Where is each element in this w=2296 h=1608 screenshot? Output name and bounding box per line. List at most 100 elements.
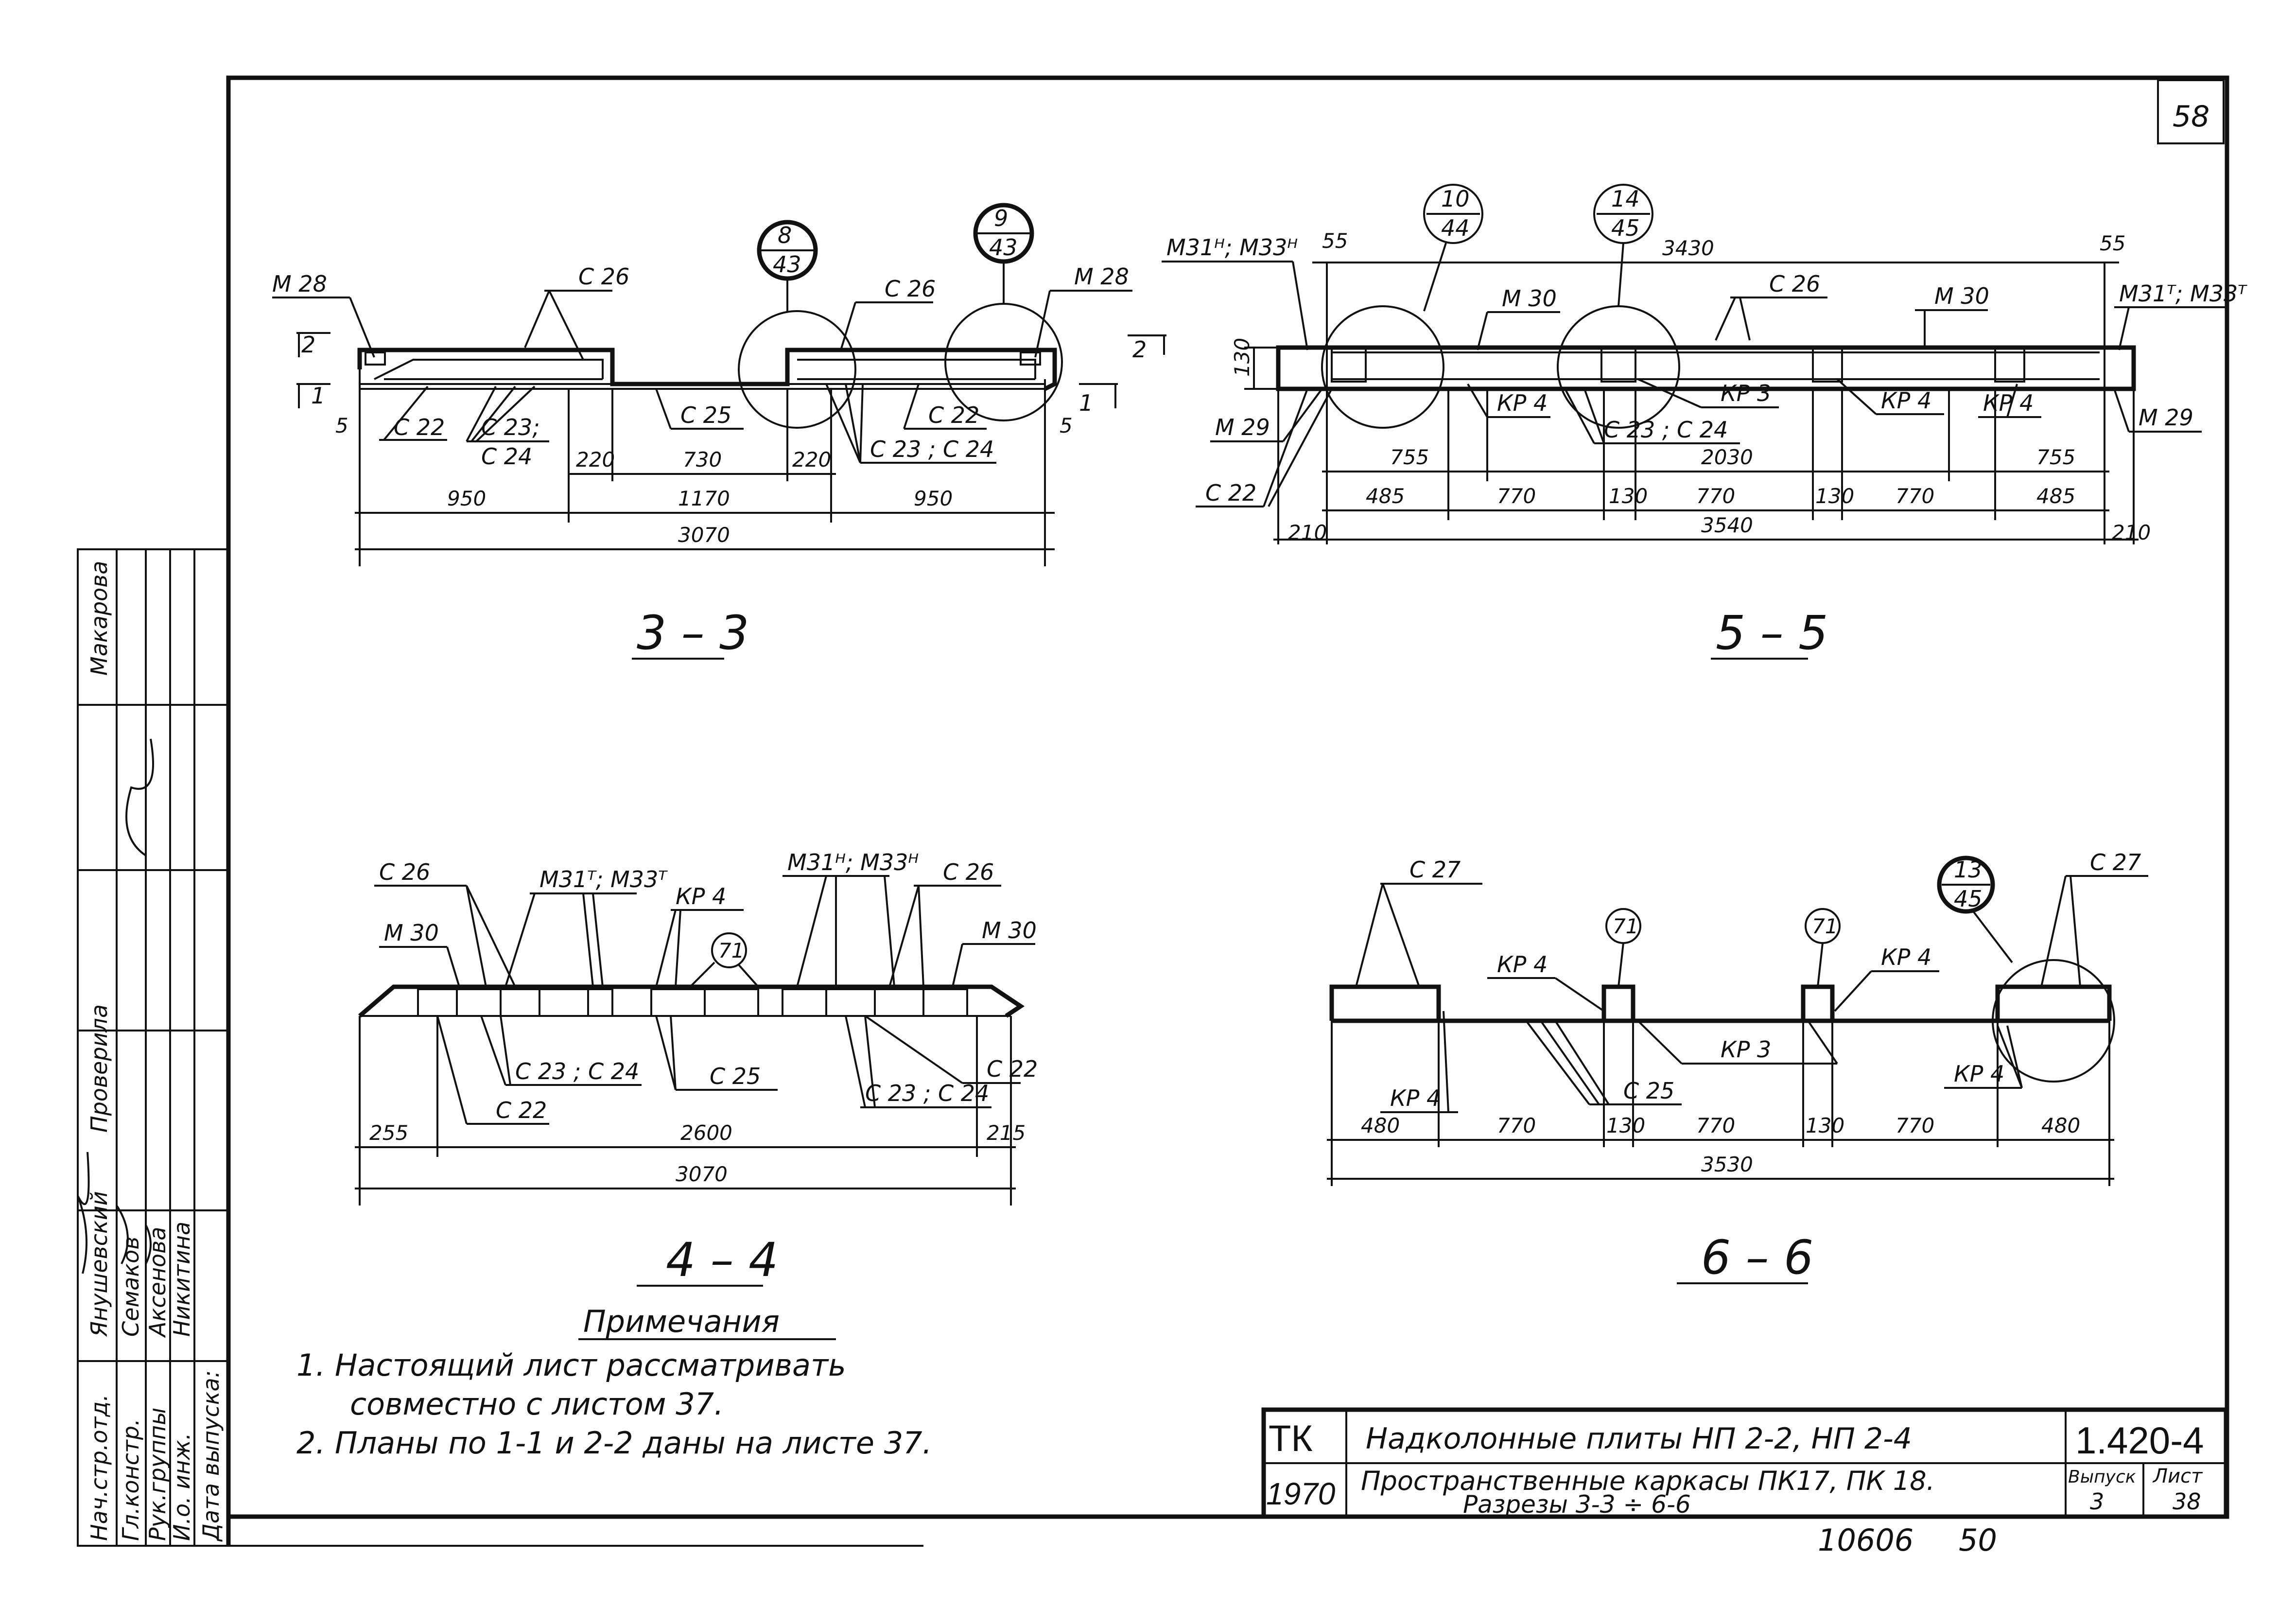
dim-730: 730	[683, 448, 722, 472]
rebar-cage-left-3-3	[374, 359, 604, 380]
detail-circle-8-43	[738, 310, 856, 429]
note-1: 1. Настоящий лист рассматривать	[296, 1347, 846, 1383]
slab-profile-5-5	[1276, 345, 2136, 391]
dim-1170: 1170	[678, 487, 730, 510]
cut-mark-1-left: 1	[296, 383, 330, 409]
label-c22-right: С 22	[928, 402, 979, 428]
dim-950-a: 950	[447, 487, 486, 510]
svg-text:9: 9	[994, 205, 1008, 231]
label-kp3-6-6: КР 3	[1721, 1036, 1771, 1063]
anchor-plate-m28-right	[1020, 351, 1041, 366]
detail-circle-10-44	[1321, 305, 1444, 429]
dim-3070-4-4: 3070	[676, 1162, 728, 1186]
dim-2600: 2600	[680, 1121, 732, 1145]
signature-scribbles	[77, 738, 154, 1274]
dim-130-6-6-a: 130	[1606, 1114, 1645, 1137]
dim-770-b: 770	[1696, 484, 1735, 508]
label-3430: 3430	[1662, 236, 1714, 260]
note-1-cont: совместно с листом 37.	[350, 1386, 724, 1422]
stamp-checked-label: Проверила	[86, 1004, 112, 1133]
label-c26-4-4-right: С 26	[943, 859, 994, 885]
label-c25-6-6: С 25	[1623, 1078, 1674, 1104]
dim-215: 215	[987, 1121, 1026, 1145]
label-kp4-6-6-a: КР 4	[1497, 951, 1548, 978]
label-c22-4-4-left: С 22	[496, 1097, 547, 1123]
label-kp4-6-6-c: КР 4	[1390, 1085, 1441, 1111]
svg-text:14: 14	[1611, 186, 1640, 212]
label-m31-m33-h: М31ᴴ; М33ᴴ	[1166, 234, 1298, 261]
label-m30-left: М 30	[1502, 285, 1557, 312]
title-block-org: ТК	[1269, 1418, 1313, 1459]
svg-text:43: 43	[989, 234, 1018, 261]
callout-9-43: 9 43	[973, 203, 1034, 264]
callout-71-6-6-b: 71	[1805, 908, 1841, 944]
label-m28-left: М 28	[272, 271, 327, 297]
dim-3530: 3530	[1701, 1153, 1753, 1176]
note-2: 2. Планы по 1-1 и 2-2 даны на листе 37.	[296, 1425, 932, 1461]
label-c26-5-5: С 26	[1769, 271, 1820, 297]
callout-8-43: 8 43	[757, 220, 818, 281]
callout-14-45: 14 45	[1593, 184, 1653, 244]
rebar-cage-right-3-3	[797, 359, 1036, 380]
label-c22-4-4-right: С 22	[987, 1056, 1038, 1082]
label-c23-c24-4-4-left: С 23 ; С 24	[515, 1058, 639, 1084]
leader-10-44	[1423, 243, 1447, 312]
label-c27-right: С 27	[2090, 849, 2141, 875]
title-block-sheet: 38	[2173, 1488, 2201, 1515]
stamp-role-2: Гл.констр.	[118, 1418, 144, 1541]
section-3-3: 8 43 9 43 М 28 С 26 С 26 М 28 С 22 С 23;…	[272, 203, 1166, 660]
kp3-frame-1	[1600, 347, 1636, 383]
dim-770-6-6-c: 770	[1896, 1114, 1934, 1137]
anchor-plate-m28-left	[365, 351, 386, 366]
stamp-issue-date: Дата выпуска:	[198, 1370, 224, 1542]
callout-13-45: 13 45	[1937, 856, 1995, 914]
section-6-6: 71 71 13 45 С 27 С 27 КР 4 КР 4 КР 4	[1327, 849, 2148, 1285]
cut-mark-1-right: 1	[1079, 383, 1118, 416]
title-block-title-1: Надколонные плиты НП 2-2, НП 2-4	[1366, 1422, 1912, 1456]
dim-770-6-6-b: 770	[1696, 1114, 1735, 1137]
dim-210-b: 210	[2112, 521, 2151, 544]
cut-mark-2-right: 2	[1128, 334, 1166, 363]
dim-755-a: 755	[1390, 445, 1429, 469]
label-c26-4-4-left: С 26	[379, 859, 430, 885]
label-c25-4-4: С 25	[710, 1063, 761, 1089]
dim-220-b: 220	[792, 448, 831, 472]
label-kp4-a: КР 4	[1497, 390, 1548, 416]
svg-text:2: 2	[301, 332, 315, 358]
label-c26-right: С 26	[885, 276, 936, 302]
svg-text:2: 2	[1132, 336, 1147, 363]
title-block-issue: 3	[2090, 1488, 2104, 1515]
dim-130-6-6-b: 130	[1806, 1114, 1844, 1137]
sheet-frame	[226, 75, 2229, 1519]
svg-text:45: 45	[1611, 215, 1640, 241]
dim-5-right: 5	[1060, 414, 1073, 437]
section-title-4-4: 4 – 4	[666, 1233, 778, 1287]
label-c23-c24-4-4-right: С 23 ; С 24	[865, 1080, 989, 1106]
label-m30-4-4-right: М 30	[982, 917, 1037, 944]
svg-text:71: 71	[1613, 914, 1638, 938]
title-block-issue-label: Выпуск	[2068, 1467, 2136, 1487]
notes-heading: Примечания	[583, 1304, 780, 1339]
dim-5-left: 5	[335, 414, 348, 437]
dim-480-a: 480	[1361, 1114, 1400, 1137]
svg-text:71: 71	[1812, 914, 1838, 938]
title-block-title-2: Пространственные каркасы ПК17, ПК 18.	[1361, 1466, 1935, 1496]
svg-text:71: 71	[718, 939, 744, 962]
callout-71-4-4: 71	[711, 932, 747, 968]
rebar-cage-5-5	[1332, 351, 2100, 380]
callout-71-6-6-a: 71	[1605, 908, 1641, 944]
corner-sheet-number: 58	[2157, 79, 2225, 144]
dim-130-a: 130	[1609, 484, 1648, 508]
dim-130-b: 130	[1815, 484, 1854, 508]
stamp-checked-name: Макарова	[86, 561, 112, 676]
svg-text:43: 43	[773, 251, 801, 278]
stamp-role-3: Рук.группы	[144, 1408, 171, 1541]
section-title-6-6: 6 – 6	[1701, 1230, 1813, 1285]
leader-14-45	[1618, 243, 1624, 307]
dim-2030: 2030	[1701, 445, 1753, 469]
dim-255: 255	[369, 1121, 408, 1145]
label-c26-left: С 26	[578, 263, 629, 290]
label-kp3: КР 3	[1721, 380, 1771, 406]
svg-text:13: 13	[1954, 856, 1983, 883]
label-kp4-4-4: КР 4	[676, 883, 726, 909]
